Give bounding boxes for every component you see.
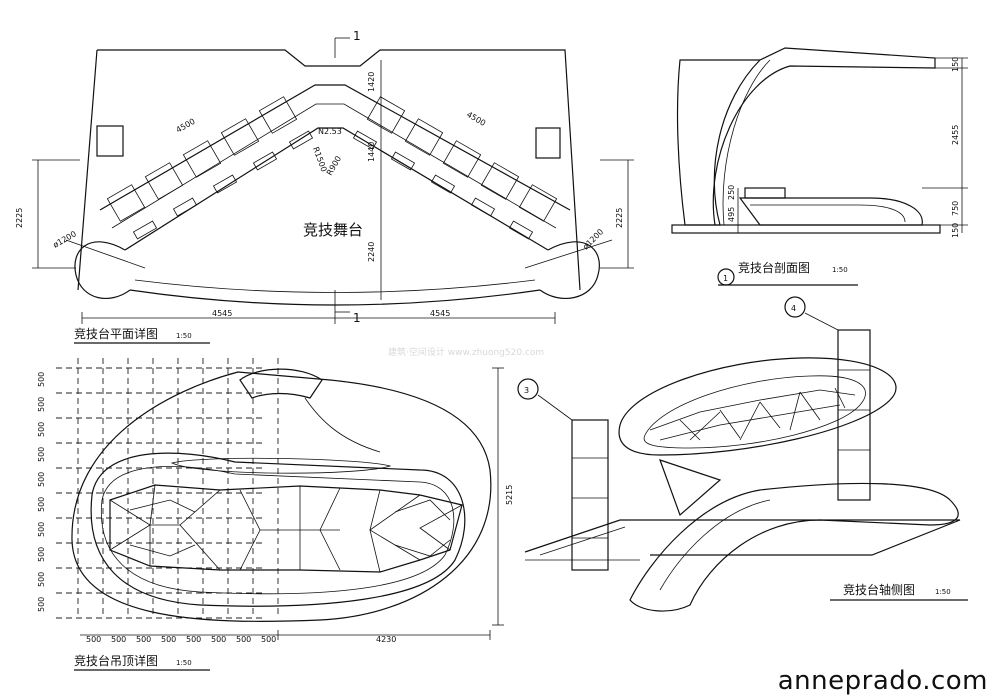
- watermark: 建筑·空间设计 www.zhuong520.com: [388, 346, 544, 358]
- plan-dim-2240: 2240: [367, 242, 376, 262]
- plan-dim-1420: 1420: [367, 72, 376, 92]
- section-mark-top: 1: [353, 29, 361, 43]
- plan-dim-n253: N2.53: [318, 127, 342, 136]
- ceiling-row-label: 500: [37, 447, 46, 462]
- ceiling-right-width: 4230: [376, 635, 396, 644]
- ceiling-col-label: 500: [111, 635, 126, 644]
- ceiling-scale: 1:50: [176, 659, 192, 667]
- ceiling-row-label: 500: [37, 572, 46, 587]
- ceiling-row-label: 500: [37, 597, 46, 612]
- ceiling-row-label: 500: [37, 522, 46, 537]
- ceiling-col-label: 500: [261, 635, 276, 644]
- plan-dim-r1500: R1500: [311, 146, 328, 173]
- plan-view: 4500 4500 N2.53 R1500 R900 1420 1440 224…: [15, 29, 634, 344]
- section-dim-150-bottom: 150: [951, 223, 960, 238]
- plan-dim-1440: 1440: [367, 142, 376, 162]
- section-dim-2455: 2455: [951, 125, 960, 145]
- plan-dim-bottom-right: 4545: [430, 309, 450, 318]
- axon-title: 竞技台轴侧图: [843, 582, 915, 597]
- ceiling-height: 5215: [505, 485, 514, 505]
- section-dim-150-top: 150: [951, 57, 960, 72]
- ceiling-col-label: 500: [161, 635, 176, 644]
- plan-dim-right-height: 2225: [615, 208, 624, 228]
- section-dim-495: 495: [727, 207, 736, 222]
- ceiling-row-label: 500: [37, 497, 46, 512]
- section-scale: 1:50: [832, 266, 848, 274]
- ceiling-col-label: 500: [86, 635, 101, 644]
- ceiling-row-label: 500: [37, 422, 46, 437]
- ceiling-row-label: 500: [37, 372, 46, 387]
- ceiling-row-label: 500: [37, 397, 46, 412]
- ceiling-row-label: 500: [37, 472, 46, 487]
- section-dim-250: 250: [727, 185, 736, 200]
- ceiling-col-label: 500: [136, 635, 151, 644]
- plan-dim-top-left: 4500: [175, 117, 197, 135]
- axon-marker-3: 3: [524, 386, 529, 395]
- ceiling-col-label: 500: [236, 635, 251, 644]
- axon-view: 3 4 竞技台轴侧图 1:50: [517, 296, 968, 612]
- plan-stage-label: 竞技舞台: [303, 221, 363, 239]
- plan-dim-bottom-left: 4545: [212, 309, 232, 318]
- site-watermark: anneprado.com: [777, 666, 988, 696]
- ceiling-col-label: 500: [186, 635, 201, 644]
- ceiling-title: 竞技台吊顶详图: [74, 653, 158, 668]
- plan-title: 竞技台平面详图: [74, 326, 158, 341]
- section-title: 竞技台剖面图: [738, 260, 810, 275]
- axon-scale: 1:50: [935, 588, 951, 596]
- section-dim-750: 750: [951, 201, 960, 216]
- axon-marker-4: 4: [791, 304, 796, 313]
- section-mark-bottom: 1: [353, 311, 361, 325]
- plan-dim-dia-left: ø1200: [52, 229, 78, 249]
- plan-scale: 1:50: [176, 332, 192, 340]
- section-view: 150 2455 750 150 250 495 1 竞技台剖面图 1:50: [671, 47, 968, 286]
- plan-dim-left-height: 2225: [15, 208, 24, 228]
- ceiling-view: 500 500 500 500 500 500 500 500 500 500 500 500 500…: [37, 358, 514, 671]
- ceiling-row-label: 500: [37, 547, 46, 562]
- ceiling-col-label: 500: [211, 635, 226, 644]
- plan-dim-top-right: 4500: [465, 110, 487, 128]
- section-marker: 1: [723, 274, 728, 283]
